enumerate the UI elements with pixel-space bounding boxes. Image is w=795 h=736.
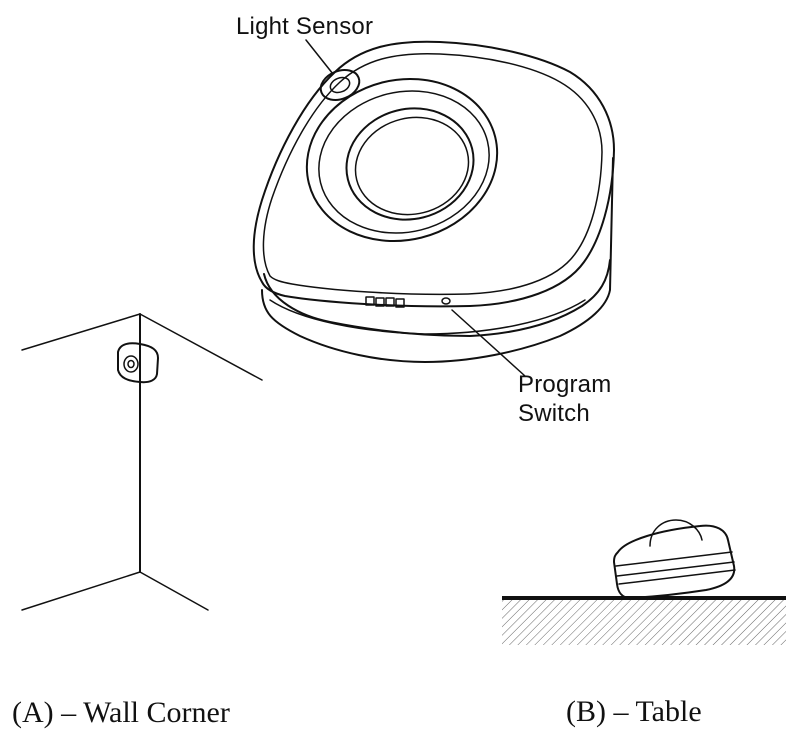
device-top-bevel <box>262 52 603 296</box>
light-sensor-leader <box>305 39 334 75</box>
motion-sensor-device <box>252 39 615 377</box>
light-sensor-window <box>319 69 361 101</box>
table-sensor <box>613 519 736 599</box>
wall-mounted-sensor <box>117 342 159 384</box>
program-switch-label-line1: Program <box>518 371 612 398</box>
lens-outer-ring <box>305 77 499 243</box>
program-switch-hole <box>441 297 451 305</box>
side-vent-slots <box>365 296 405 308</box>
wall-corner-scene <box>21 313 263 611</box>
light-sensor-label: Light Sensor <box>236 13 374 40</box>
table-caption: (B) – Table <box>566 695 702 728</box>
table-scene <box>502 519 786 645</box>
device-base-seam-inner <box>269 299 586 335</box>
program-switch-leader <box>451 309 526 377</box>
program-switch-label-line2: Switch <box>518 400 590 427</box>
table-hatching <box>502 599 786 645</box>
light-sensor-lens <box>329 76 351 94</box>
wall-corner-caption: (A) – Wall Corner <box>12 696 230 729</box>
lens-outer-ring-inner <box>318 90 490 234</box>
lens-dome-inner <box>354 116 470 216</box>
device-base-outline <box>261 157 614 363</box>
lens-dome <box>345 107 475 221</box>
device-base-seam <box>263 259 611 337</box>
